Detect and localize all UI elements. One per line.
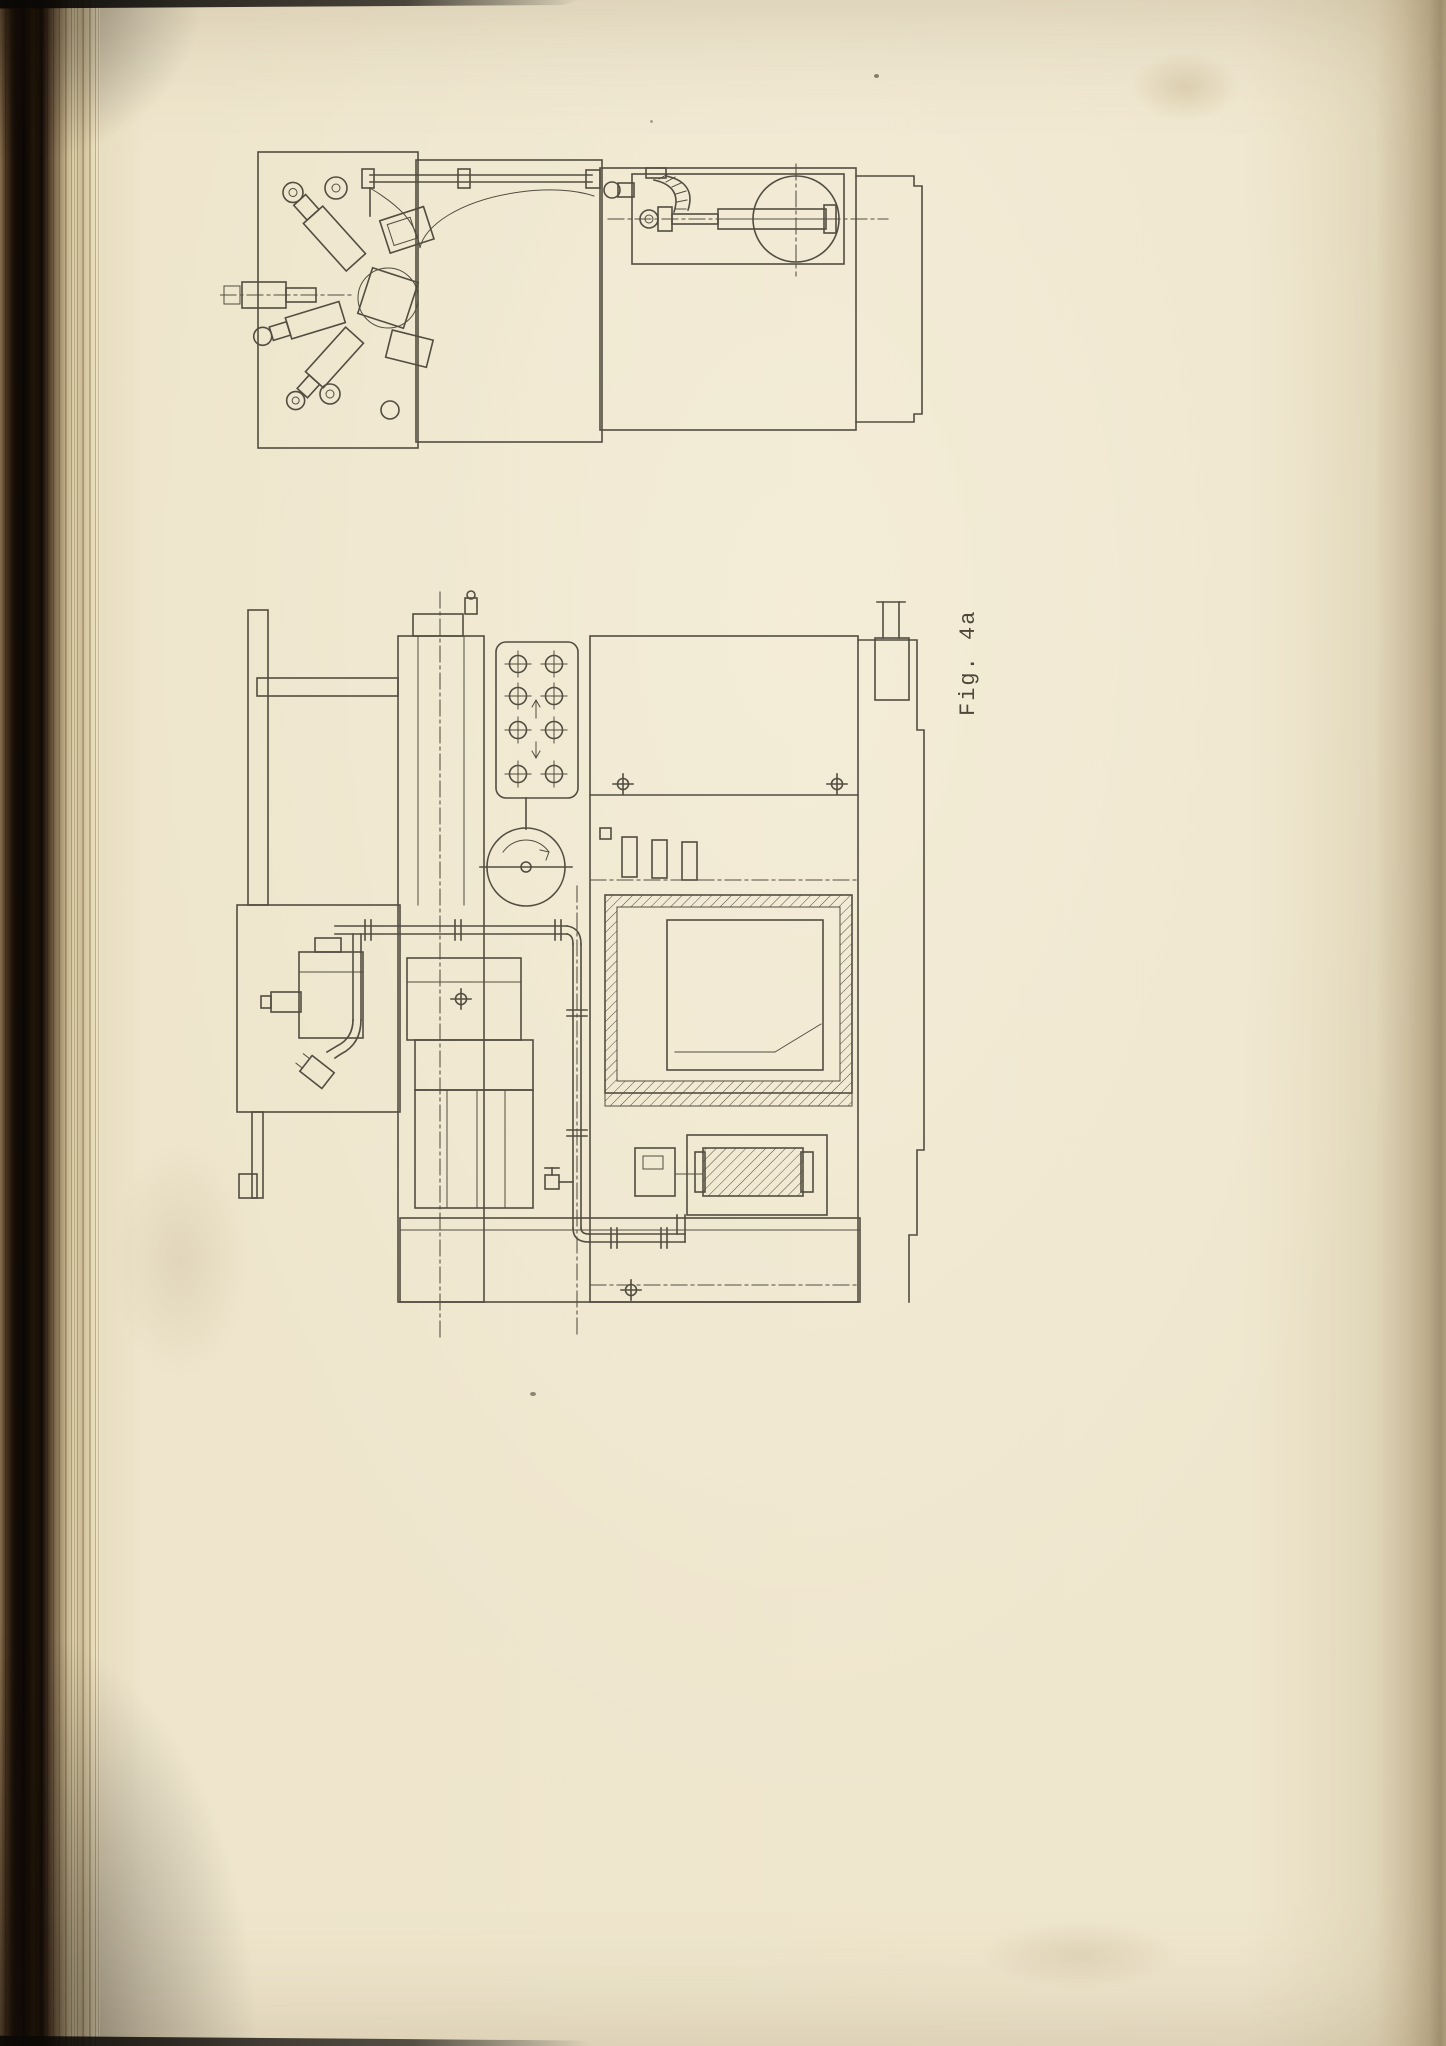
machine-base xyxy=(399,1217,861,1303)
vent-slot xyxy=(651,839,668,879)
stain xyxy=(1130,52,1240,122)
bed-table xyxy=(415,159,603,443)
spindle xyxy=(220,281,353,309)
datum-marker xyxy=(450,988,472,1010)
turret-assembly xyxy=(252,176,435,420)
ink-speck xyxy=(874,74,879,78)
scan-edge-bottom xyxy=(0,2035,590,2046)
scan-edge-top xyxy=(0,0,580,9)
pump-motor xyxy=(634,1134,828,1216)
vent-slot xyxy=(681,841,698,881)
ink-speck xyxy=(530,1392,536,1396)
tool-slide-lower xyxy=(252,300,347,347)
tool-block-upper-right xyxy=(378,205,435,255)
page-stack-edges xyxy=(58,0,104,2046)
tail-extension xyxy=(855,175,923,423)
page-curl-shadow xyxy=(1376,0,1446,2046)
fixture-housing xyxy=(599,167,857,431)
coolant-nozzle xyxy=(295,1053,336,1090)
pump-box xyxy=(634,1147,676,1197)
ink-speck xyxy=(650,120,653,123)
datum-marker xyxy=(826,773,848,795)
flex-hose xyxy=(645,167,691,214)
arrow-up-icon xyxy=(531,699,541,719)
headstock-housing xyxy=(257,151,419,449)
tool-slide-upper xyxy=(282,181,367,273)
handwheel xyxy=(479,797,573,907)
arrow-down-icon xyxy=(531,741,541,759)
machine-plan-view-drawing xyxy=(220,151,923,449)
tool-block-lower-right xyxy=(384,329,435,369)
datum-marker xyxy=(620,1279,642,1301)
machine-body xyxy=(589,635,859,1303)
main-column xyxy=(397,590,485,1303)
control-rod xyxy=(361,168,635,217)
right-bracket xyxy=(857,601,925,1303)
carriage-assembly xyxy=(260,937,534,1209)
tool-slide-lower-left xyxy=(285,325,365,411)
coolant-tank xyxy=(604,894,853,1107)
drain-valve xyxy=(544,1167,574,1190)
datum-marker xyxy=(612,773,634,795)
vent-slot xyxy=(621,836,638,878)
left-guard xyxy=(236,609,401,1199)
plan-housings xyxy=(257,151,923,449)
machine-front-elevation-drawing xyxy=(236,590,925,1341)
cross-rail xyxy=(256,677,399,697)
figure-caption: Fig. 4a xyxy=(956,609,981,716)
stain xyxy=(980,1920,1180,1990)
casting-curve xyxy=(369,187,595,249)
control-panel xyxy=(495,641,579,799)
clamp-cylinder-unit xyxy=(607,163,889,277)
